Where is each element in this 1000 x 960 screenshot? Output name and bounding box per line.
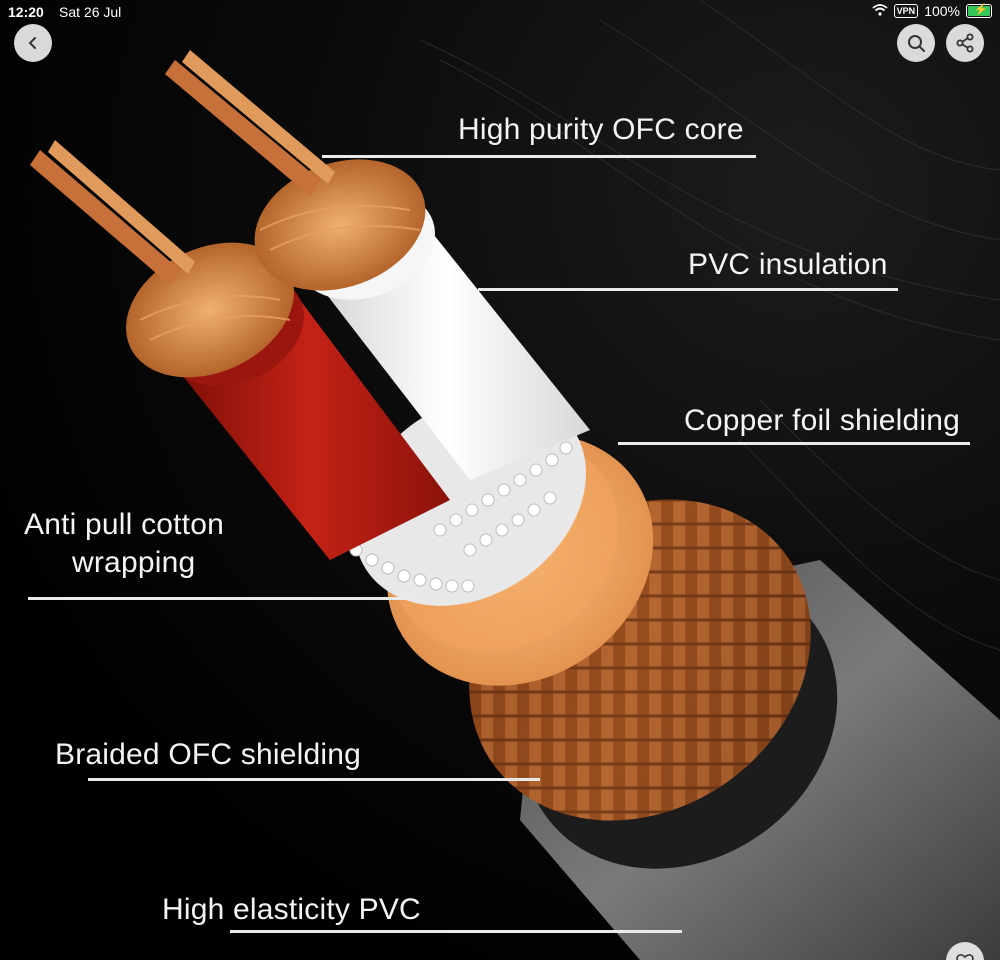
search-button[interactable] (897, 24, 935, 62)
leader-line-foil (618, 442, 970, 445)
share-icon (956, 33, 974, 53)
leader-line-cotton (28, 597, 418, 600)
leader-line-insulation (478, 288, 898, 291)
status-date: Sat 26 Jul (59, 4, 122, 20)
battery-icon: ⚡ (966, 4, 992, 18)
label-ofc-core: High purity OFC core (458, 113, 744, 146)
label-cotton-line2: wrapping (72, 546, 196, 579)
chevron-left-icon (28, 37, 36, 49)
back-button[interactable] (14, 24, 52, 62)
status-indicators: VPN 100% ⚡ (872, 3, 992, 19)
favorite-button[interactable] (946, 942, 984, 960)
battery-percent: 100% (924, 3, 960, 19)
label-pvc-jacket: High elasticity PVC (162, 893, 421, 926)
heart-icon (956, 954, 974, 960)
share-button[interactable] (946, 24, 984, 62)
leader-line-jacket (230, 930, 682, 933)
label-copper-foil: Copper foil shielding (684, 404, 961, 437)
status-time: 12:20 (8, 4, 44, 20)
leader-line-core (322, 155, 756, 158)
leader-line-braid (88, 778, 540, 781)
vpn-badge: VPN (893, 4, 919, 18)
wifi-icon (872, 3, 888, 19)
label-braided-shield: Braided OFC shielding (55, 738, 362, 771)
label-pvc-insulation: PVC insulation (688, 248, 888, 281)
status-bar: 12:20 Sat 26 Jul VPN 100% ⚡ (0, 0, 1000, 24)
search-icon (908, 35, 925, 52)
label-cotton-line1: Anti pull cotton (24, 508, 224, 541)
